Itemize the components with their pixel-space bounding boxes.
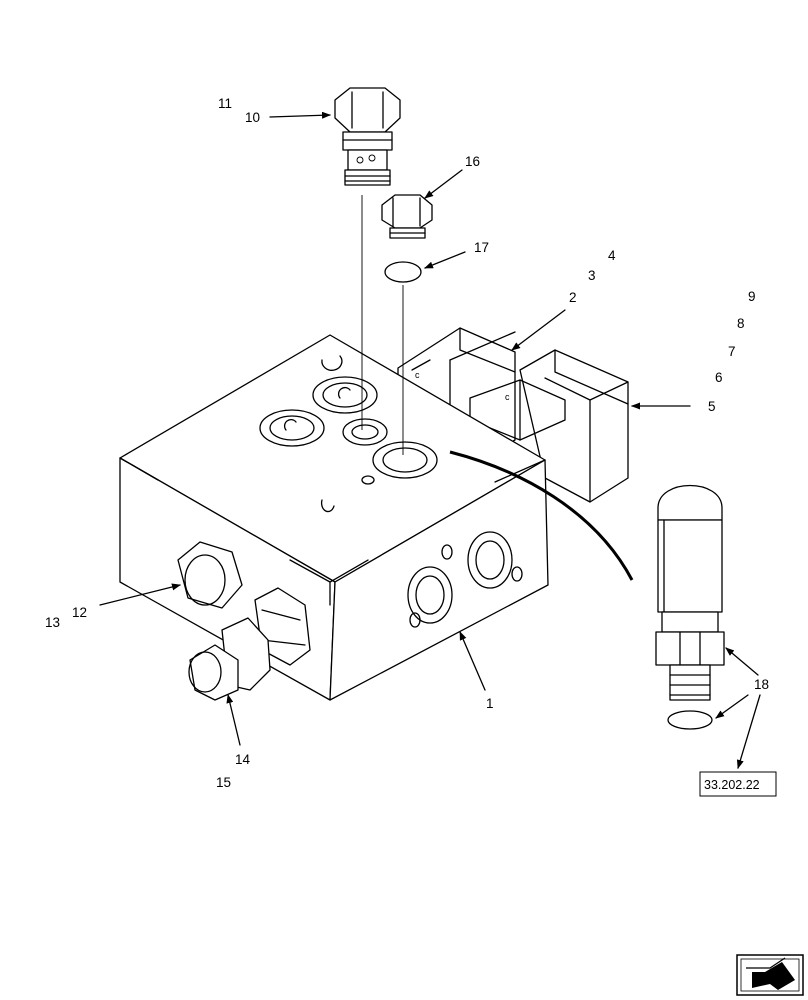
callout-12: 12: [72, 605, 87, 620]
callout-10: 10: [245, 110, 260, 125]
callout-15: 15: [216, 775, 231, 790]
reference-box[interactable]: 33.202.22: [699, 771, 777, 797]
svg-text:c: c: [415, 370, 420, 380]
reference-box-label: 33.202.22: [704, 778, 760, 792]
solenoid-cartridge-18: [655, 484, 725, 701]
callout-13: 13: [45, 615, 60, 630]
callout-labels: 11 10 16 17 4 3 2 9 8 7 6 5 12 13 1 18 1…: [45, 96, 769, 790]
callout-4: 4: [608, 248, 616, 263]
solenoid-wire: [449, 450, 634, 581]
hex-plug: [177, 541, 243, 609]
cartridge-valve: [334, 87, 401, 186]
fitting-adapter: [188, 587, 311, 701]
callout-14: 14: [235, 752, 251, 767]
plug-16: [381, 194, 433, 239]
callout-8: 8: [737, 316, 745, 331]
svg-text:c: c: [505, 392, 510, 402]
o-ring-18: [667, 710, 713, 730]
callout-16: 16: [465, 154, 480, 169]
callout-7: 7: [728, 344, 736, 359]
callout-11: 11: [218, 96, 232, 111]
callout-2: 2: [569, 290, 577, 305]
callout-17: 17: [474, 240, 489, 255]
callout-3: 3: [588, 268, 596, 283]
callout-18: 18: [754, 677, 769, 692]
callout-6: 6: [715, 370, 723, 385]
next-page-arrow-icon[interactable]: [736, 954, 804, 996]
leader-lines: [99, 111, 761, 769]
callout-1: 1: [486, 696, 494, 711]
o-ring-17: [384, 261, 422, 283]
callout-5: 5: [708, 399, 716, 414]
callout-9: 9: [748, 289, 756, 304]
